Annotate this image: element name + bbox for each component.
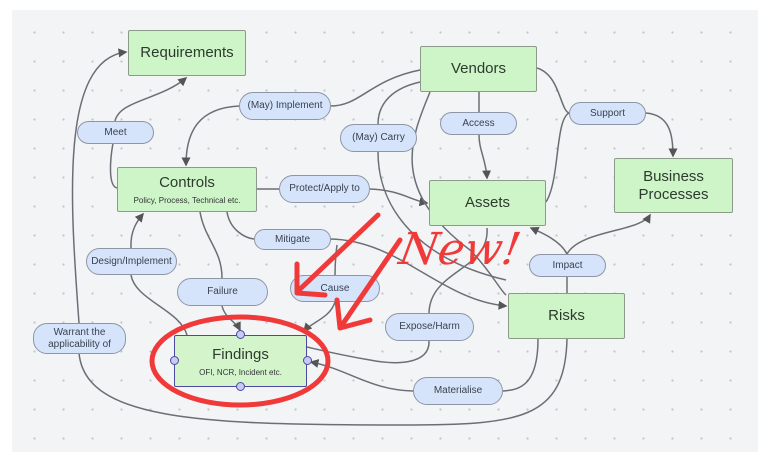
connection-handle-bottom[interactable] xyxy=(236,382,245,391)
entity-title: Assets xyxy=(464,194,510,211)
relation-expose-harm[interactable]: Expose/Harm xyxy=(385,313,474,341)
entity-vendors[interactable]: Vendors xyxy=(420,46,537,92)
entity-business-processes[interactable]: Business Processes xyxy=(614,158,733,213)
relation-support[interactable]: Support xyxy=(569,102,646,125)
entity-title: Business Processes xyxy=(638,167,709,203)
relation-protect-apply[interactable]: Protect/Apply to xyxy=(279,175,370,203)
edge-vendors-carry xyxy=(377,81,421,125)
entity-subtitle: OFI, NCR, Incident etc. xyxy=(199,367,282,377)
edge-warrant-risks xyxy=(78,338,568,426)
relation-warrant[interactable]: Warrant the applicability of xyxy=(33,323,126,354)
entity-title: Findings xyxy=(212,345,269,363)
edge-assets-expose xyxy=(428,227,488,314)
edge-controls-meet xyxy=(109,142,118,189)
new-annotation-text: New! xyxy=(395,224,525,275)
edge-meet-requirements xyxy=(114,77,188,122)
relation-may-carry[interactable]: (May) Carry xyxy=(340,124,417,152)
connection-handle-left[interactable] xyxy=(170,356,179,365)
relation-materialise[interactable]: Materialise xyxy=(413,377,503,405)
red-arrow-1 xyxy=(294,212,381,298)
entity-title: Controls xyxy=(159,174,215,191)
edge-mitigate-cause xyxy=(334,244,338,276)
edge-vendors-support xyxy=(536,67,570,114)
relation-mitigate[interactable]: Mitigate xyxy=(254,229,331,250)
edge-implement-controls xyxy=(181,105,240,167)
entity-title: Vendors xyxy=(450,60,507,77)
relation-may-implement[interactable]: (May) Implement xyxy=(239,92,331,120)
relation-impact[interactable]: Impact xyxy=(529,254,606,277)
relation-access[interactable]: Access xyxy=(440,112,517,135)
entity-title: Requirements xyxy=(140,44,234,61)
connection-handle-top[interactable] xyxy=(236,330,245,339)
edge-impact-bp xyxy=(566,213,651,255)
relation-meet[interactable]: Meet xyxy=(77,121,154,144)
edge-cause-findings xyxy=(303,301,336,333)
diagram-canvas[interactable] xyxy=(12,10,758,452)
entity-requirements[interactable]: Requirements xyxy=(128,30,246,76)
edge-protect-assets xyxy=(369,188,429,207)
edge-controls-failure xyxy=(199,211,223,279)
edge-mitigate-risks xyxy=(329,238,508,310)
entity-risks[interactable]: Risks xyxy=(508,293,625,339)
edge-materialise-findings xyxy=(309,359,414,392)
edge-controls-mitigate xyxy=(226,211,255,240)
edge-assets-support xyxy=(545,112,570,203)
edge-impact-assets xyxy=(529,226,568,255)
connection-handle-right[interactable] xyxy=(303,356,312,365)
edge-design-controls xyxy=(130,212,144,249)
entity-assets[interactable]: Assets xyxy=(429,180,546,226)
entity-title: Risks xyxy=(548,307,585,324)
entity-subtitle: Policy, Process, Technical etc. xyxy=(133,196,241,205)
edge-carry-risks xyxy=(377,151,507,281)
highlight-ellipse xyxy=(149,314,331,408)
edge-vendors-implement xyxy=(330,69,421,107)
edge-risks-materialise xyxy=(502,338,539,392)
red-arrow-2 xyxy=(334,237,403,331)
edge-support-bp xyxy=(645,112,678,158)
relation-design-implement[interactable]: Design/Implement xyxy=(86,248,177,275)
edge-expose-findings xyxy=(306,340,430,364)
edge-warrant-requirements xyxy=(71,48,128,324)
relation-failure[interactable]: Failure xyxy=(177,278,268,306)
edge-access-assets xyxy=(478,134,492,180)
